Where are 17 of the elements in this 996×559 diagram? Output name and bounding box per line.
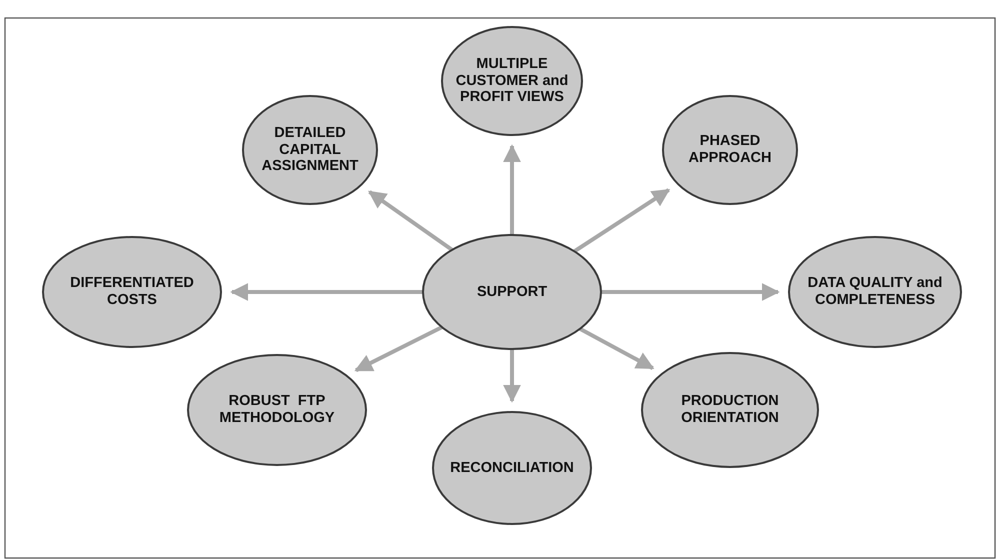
node-label: DIFFERENTIATED COSTS — [69, 275, 195, 309]
arrow — [600, 283, 780, 301]
arrow — [578, 326, 654, 370]
node-label: MULTIPLE CUSTOMER and PROFIT VIEWS — [454, 56, 570, 106]
node-label: PHASED APPROACH — [688, 133, 772, 167]
arrow — [368, 190, 454, 252]
arrow — [503, 348, 521, 403]
arrow — [230, 283, 424, 301]
arrow — [503, 144, 521, 236]
node-label: PRODUCTION ORIENTATION — [680, 393, 780, 427]
node-label: RECONCILIATION — [450, 460, 574, 476]
arrow — [572, 188, 670, 254]
arrow — [354, 324, 444, 372]
node-label: DATA QUALITY and COMPLETENESS — [806, 275, 944, 309]
node-label: SUPPORT — [476, 284, 548, 300]
node-label: DETAILED CAPITAL ASSIGNMENT — [260, 124, 360, 175]
node-label: ROBUST FTP METHODOLOGY — [218, 393, 336, 427]
